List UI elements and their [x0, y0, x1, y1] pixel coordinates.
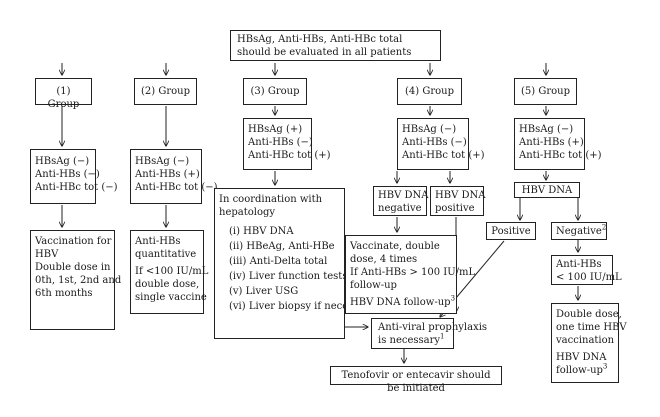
- group-5-negative-footnote: 2: [601, 223, 607, 232]
- group-2-label-text: (2) Group: [141, 86, 190, 97]
- group-5-final-box: Double dose, one time HBV vaccination HB…: [551, 303, 627, 383]
- group-3-item-5: (v) Liver USG: [229, 286, 299, 297]
- group-5-final-line-5-text: follow-up: [556, 365, 603, 376]
- group-3-coord-title-1: In coordination with: [219, 194, 323, 205]
- group-4-hbsag: HBsAg (−): [402, 124, 457, 135]
- group-5-final-line-2: one time HBV: [556, 322, 627, 333]
- group-4-antihbc: Anti-HBc tot (+): [402, 150, 485, 161]
- group-1-antihbc: Anti-HBc tot (−): [35, 182, 118, 193]
- tenofovir-box: Tenofovir or entecavir should be initiat…: [330, 366, 502, 394]
- group-1-markers: HBsAg (−) Anti-HBs (−) Anti-HBc tot (−): [30, 149, 118, 204]
- group-5-negative-box: Negative2: [551, 222, 607, 240]
- group-1-hbsag: HBsAg (−): [35, 156, 90, 167]
- prophylaxis-footnote: 1: [440, 332, 445, 341]
- group-1-label: (1) Group: [35, 78, 92, 110]
- group-5-hbsag: HBsAg (−): [519, 124, 574, 135]
- group-2-antihbs: Anti-HBs (+): [135, 169, 200, 180]
- group-5-final-line-1: Double dose,: [556, 309, 622, 320]
- group-2-hbsag: HBsAg (−): [135, 156, 190, 167]
- group-3-coord-title-2: hepatology: [219, 207, 276, 218]
- group-1-action-line-3: Double dose in: [35, 262, 111, 273]
- group-4-label: (4) Group: [397, 78, 462, 105]
- vaccinate-line-4: follow-up: [350, 280, 397, 291]
- evaluate-all-patients-text: HBsAg, Anti-HBs, Anti-HBc total should b…: [237, 34, 412, 58]
- prophylaxis-line-1: Anti-viral prophylaxis: [378, 322, 488, 333]
- group-5-markers: HBsAg (−) Anti-HBs (+) Anti-HBc tot (+): [514, 118, 602, 170]
- group-3-antihbs: Anti-HBs (−): [248, 137, 313, 148]
- group-3-item-6: (vi) Liver biopsy if necessary: [229, 301, 375, 312]
- group-3-hbsag: HBsAg (+): [248, 124, 303, 135]
- group-5-label: (5) Group: [514, 78, 577, 105]
- group-2-action-line-2: quantitative: [135, 249, 197, 260]
- group-5-hbv-dna-box: HBV DNA: [514, 182, 580, 198]
- hbv-dna-positive-line-1: HBV DNA: [435, 190, 486, 201]
- vaccinate-line-2: dose, 4 times: [350, 254, 418, 265]
- hbv-dna-positive-box: HBV DNA positive: [430, 186, 486, 216]
- group-2-markers: HBsAg (−) Anti-HBs (+) Anti-HBc tot (−): [130, 149, 218, 204]
- group-1-antihbs: Anti-HBs (−): [35, 169, 100, 180]
- group-4-antihbs: Anti-HBs (−): [402, 137, 467, 148]
- group-2-action-line-5: single vaccine: [135, 292, 207, 303]
- prophylaxis-line-2: is necessary1: [378, 332, 447, 347]
- vaccinate-line-5-text: HBV DNA follow-up: [350, 297, 451, 308]
- group-3-label-text: (3) Group: [250, 86, 300, 97]
- group-3-label: (3) Group: [243, 78, 307, 105]
- group-3-item-4: (iv) Liver function tests: [229, 271, 348, 282]
- hbv-dna-negative-line-1: HBV DNA: [378, 190, 429, 201]
- group-1-action-line-2: HBV: [35, 249, 59, 260]
- group-5-positive-box: Positive: [486, 222, 536, 240]
- group-5-label-text: (5) Group: [521, 86, 570, 97]
- vaccinate-footnote: 3: [450, 294, 456, 303]
- tenofovir-text: Tenofovir or entecavir should be initiat…: [341, 370, 491, 394]
- hbv-dna-negative-box: HBV DNA negative: [373, 186, 429, 216]
- group-5-antihbc: Anti-HBc tot (+): [519, 150, 602, 161]
- group-5-final-footnote: 3: [602, 362, 608, 371]
- group-1-action-line-4: 0th, 1st, 2nd and: [35, 275, 122, 286]
- group-5-final-line-5: follow-up3: [556, 362, 614, 377]
- group-5-negative-text: Negative: [556, 226, 602, 237]
- group-5-antihbs-line-1: Anti-HBs: [556, 259, 602, 270]
- hbv-dna-positive-line-2: positive: [435, 203, 475, 214]
- hbv-dna-negative-line-2: negative: [378, 203, 422, 214]
- group-5-antihbs: Anti-HBs (+): [519, 137, 584, 148]
- group-5-final-line-3: vaccination: [556, 335, 615, 346]
- group-1-vaccination-box: Vaccination for HBV Double dose in 0th, …: [30, 230, 122, 330]
- group-1-label-text: (1) Group: [47, 86, 80, 110]
- group-3-markers: HBsAg (+) Anti-HBs (−) Anti-HBc tot (+): [243, 118, 331, 170]
- antiviral-prophylaxis-box: Anti-viral prophylaxis is necessary1: [371, 318, 488, 349]
- group-3-item-1: (i) HBV DNA: [229, 226, 294, 237]
- group-3-antihbc: Anti-HBc tot (+): [248, 150, 331, 161]
- group-2-antihbs-box: Anti-HBs quantitative If <100 IU/mL doub…: [130, 230, 209, 314]
- group-5-hbv-dna-text: HBV DNA: [521, 185, 573, 196]
- group-2-action-line-4: double dose,: [135, 279, 200, 290]
- group-5-positive-text: Positive: [491, 226, 531, 237]
- vaccinate-double-dose-box: Vaccinate, double dose, 4 times If Anti-…: [345, 235, 476, 314]
- group-4-label-text: (4) Group: [405, 86, 454, 97]
- group-1-action-line-5: 6th months: [35, 288, 93, 299]
- group-4-markers: HBsAg (−) Anti-HBs (−) Anti-HBc tot (+): [397, 118, 485, 170]
- group-2-action-line-3: If <100 IU/mL: [135, 266, 209, 277]
- vaccinate-line-5: HBV DNA follow-up3: [350, 294, 456, 309]
- group-2-label: (2) Group: [134, 78, 197, 105]
- vaccinate-line-3: If Anti-HBs > 100 IU/mL: [350, 267, 476, 278]
- group-2-action-line-1: Anti-HBs: [135, 236, 181, 247]
- group-1-action-line-1: Vaccination for: [35, 236, 112, 247]
- group-3-item-3: (iii) Anti-Delta total: [229, 256, 328, 267]
- group-3-item-2: (ii) HBeAg, Anti-HBe: [229, 241, 335, 252]
- vaccinate-line-1: Vaccinate, double: [350, 241, 440, 252]
- group-5-final-line-4: HBV DNA: [556, 352, 607, 363]
- prophylaxis-line-2-text: is necessary: [378, 335, 441, 346]
- group-5-antihbs-line-2: < 100 IU/mL: [556, 272, 622, 283]
- evaluate-all-patients-box: HBsAg, Anti-HBs, Anti-HBc total should b…: [230, 30, 441, 61]
- group-3-hepatology-box: In coordination with hepatology (i) HBV …: [214, 188, 375, 339]
- group-2-antihbc: Anti-HBc tot (−): [135, 182, 218, 193]
- group-5-antihbs-box: Anti-HBs < 100 IU/mL: [551, 255, 622, 285]
